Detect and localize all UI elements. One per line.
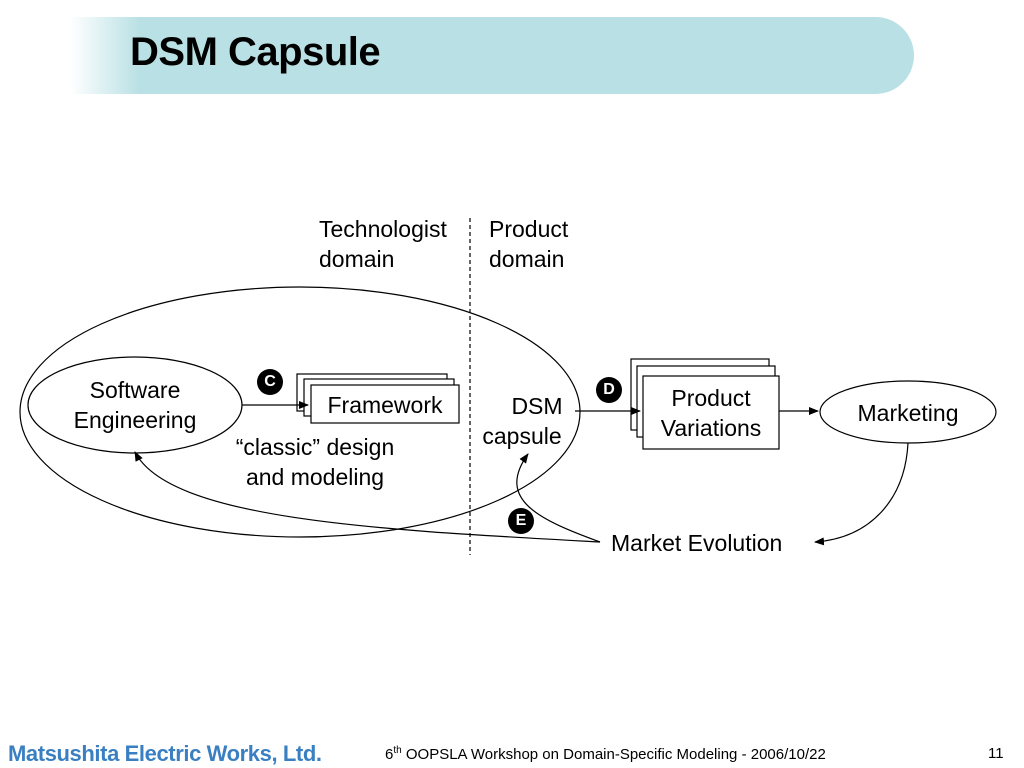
badge-c: C — [257, 369, 283, 395]
title-band — [70, 17, 914, 94]
software-engineering-label: Software Engineering — [73, 377, 197, 433]
framework-label: Framework — [327, 392, 443, 418]
page-number: 11 — [988, 745, 1004, 762]
technologist-domain-label: Technologist domain — [319, 216, 447, 272]
arrow-evolution-to-capsule — [516, 453, 601, 543]
classic-design-label: “classic” design and modeling — [235, 434, 395, 490]
framework-box — [310, 384, 460, 424]
slide-title: DSM Capsule — [130, 30, 381, 74]
marketing-label: Marketing — [857, 400, 959, 426]
dsm-capsule-label: DSM capsule — [482, 393, 563, 449]
product-box — [642, 375, 780, 450]
arrow-marketing-to-evolution — [814, 442, 909, 546]
dsm-capsule-ellipse — [19, 286, 581, 538]
market-evolution-label: Market Evolution — [611, 530, 783, 556]
company-logo: Matsushita Electric Works, Ltd. — [8, 741, 322, 766]
badge-e: E — [508, 508, 534, 534]
product-variations-label: Product Variations — [660, 385, 762, 441]
badge-d: D — [596, 377, 622, 403]
product-domain-label: Product domain — [489, 216, 569, 272]
arrow-evolution-to-se — [134, 451, 601, 543]
footer-event: 6th OOPSLA Workshop on Domain-Specific M… — [385, 745, 826, 763]
